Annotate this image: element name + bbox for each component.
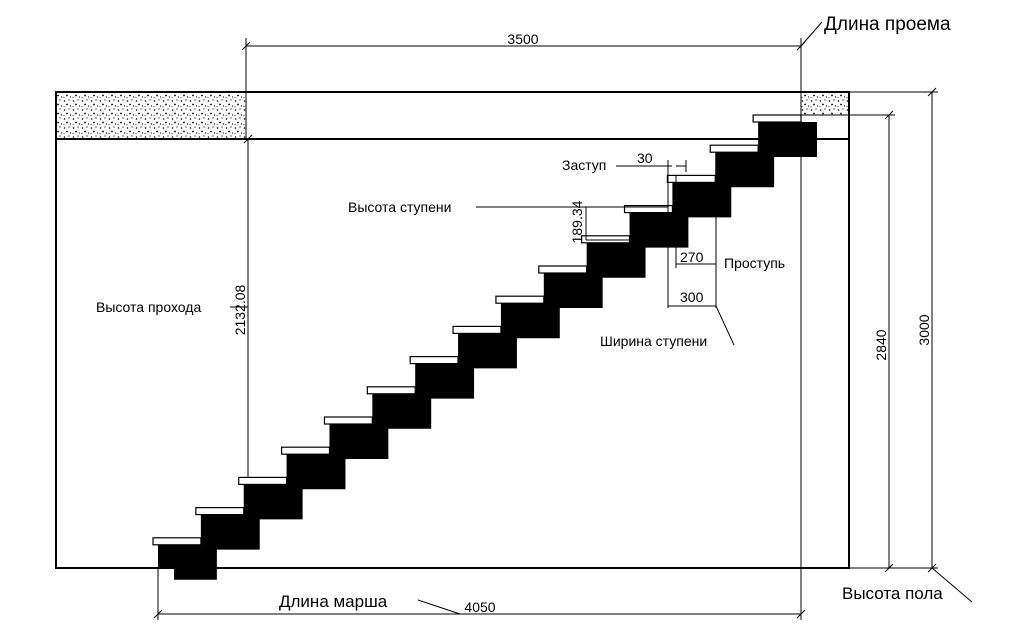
dim-value-floor-total: 3000 bbox=[916, 314, 932, 345]
stair-tread bbox=[752, 114, 802, 123]
stair-tread bbox=[666, 174, 716, 183]
stair-tread bbox=[366, 386, 416, 395]
label-passage-height: Высота прохода bbox=[96, 299, 201, 315]
dim-value-opening: 3500 bbox=[507, 31, 538, 47]
label-opening-length: Длина проема bbox=[824, 14, 951, 35]
leader-floor bbox=[931, 567, 973, 603]
stair-tread bbox=[452, 325, 502, 334]
slab-left bbox=[55, 91, 247, 140]
dim-value-passage: 2132.08 bbox=[232, 284, 248, 335]
label-flight-length: Длина марша bbox=[279, 592, 388, 611]
label-run: Проступь bbox=[724, 255, 785, 271]
dim-value-nosing: 30 bbox=[637, 150, 653, 166]
room-frame bbox=[55, 91, 850, 569]
stair-tread bbox=[495, 295, 545, 304]
label-step-height: Высота ступени bbox=[348, 199, 451, 215]
dim-value-step-height: 189.34 bbox=[569, 200, 585, 243]
tick-flight-left bbox=[153, 609, 163, 619]
dim-value-run: 270 bbox=[680, 249, 704, 265]
label-step-width: Ширина ступени bbox=[600, 333, 707, 349]
label-floor-height: Высота пола bbox=[842, 584, 943, 603]
tick-opening-left bbox=[241, 41, 251, 51]
leader-flight bbox=[417, 599, 461, 615]
dim-value-flight: 4050 bbox=[464, 599, 495, 615]
stair-tread bbox=[323, 416, 373, 425]
tick-passage-top bbox=[243, 134, 253, 144]
slab-right bbox=[800, 91, 850, 116]
tick-flight-right bbox=[796, 609, 806, 619]
leader-width bbox=[715, 305, 735, 346]
stair-tread bbox=[152, 537, 202, 546]
tick-floor-inner-bottom bbox=[884, 563, 894, 573]
stair-tread bbox=[409, 356, 459, 365]
dim-value-floor-inner: 2840 bbox=[873, 329, 889, 360]
tick-floor-inner-top bbox=[884, 110, 894, 120]
leader-opening bbox=[800, 21, 823, 47]
stair-tread bbox=[281, 446, 331, 455]
stair-flight bbox=[152, 114, 817, 580]
dim-value-width: 300 bbox=[680, 289, 704, 305]
stair-tread bbox=[238, 476, 288, 485]
label-nosing: Заступ bbox=[562, 157, 606, 173]
stair-tread bbox=[623, 205, 673, 214]
stair-stringer bbox=[158, 122, 817, 580]
stair-tread bbox=[709, 144, 759, 153]
tick-floor-total-top bbox=[927, 87, 937, 97]
stair-tread bbox=[538, 265, 588, 274]
stair-tread bbox=[195, 507, 245, 516]
stair-tread bbox=[581, 235, 631, 244]
